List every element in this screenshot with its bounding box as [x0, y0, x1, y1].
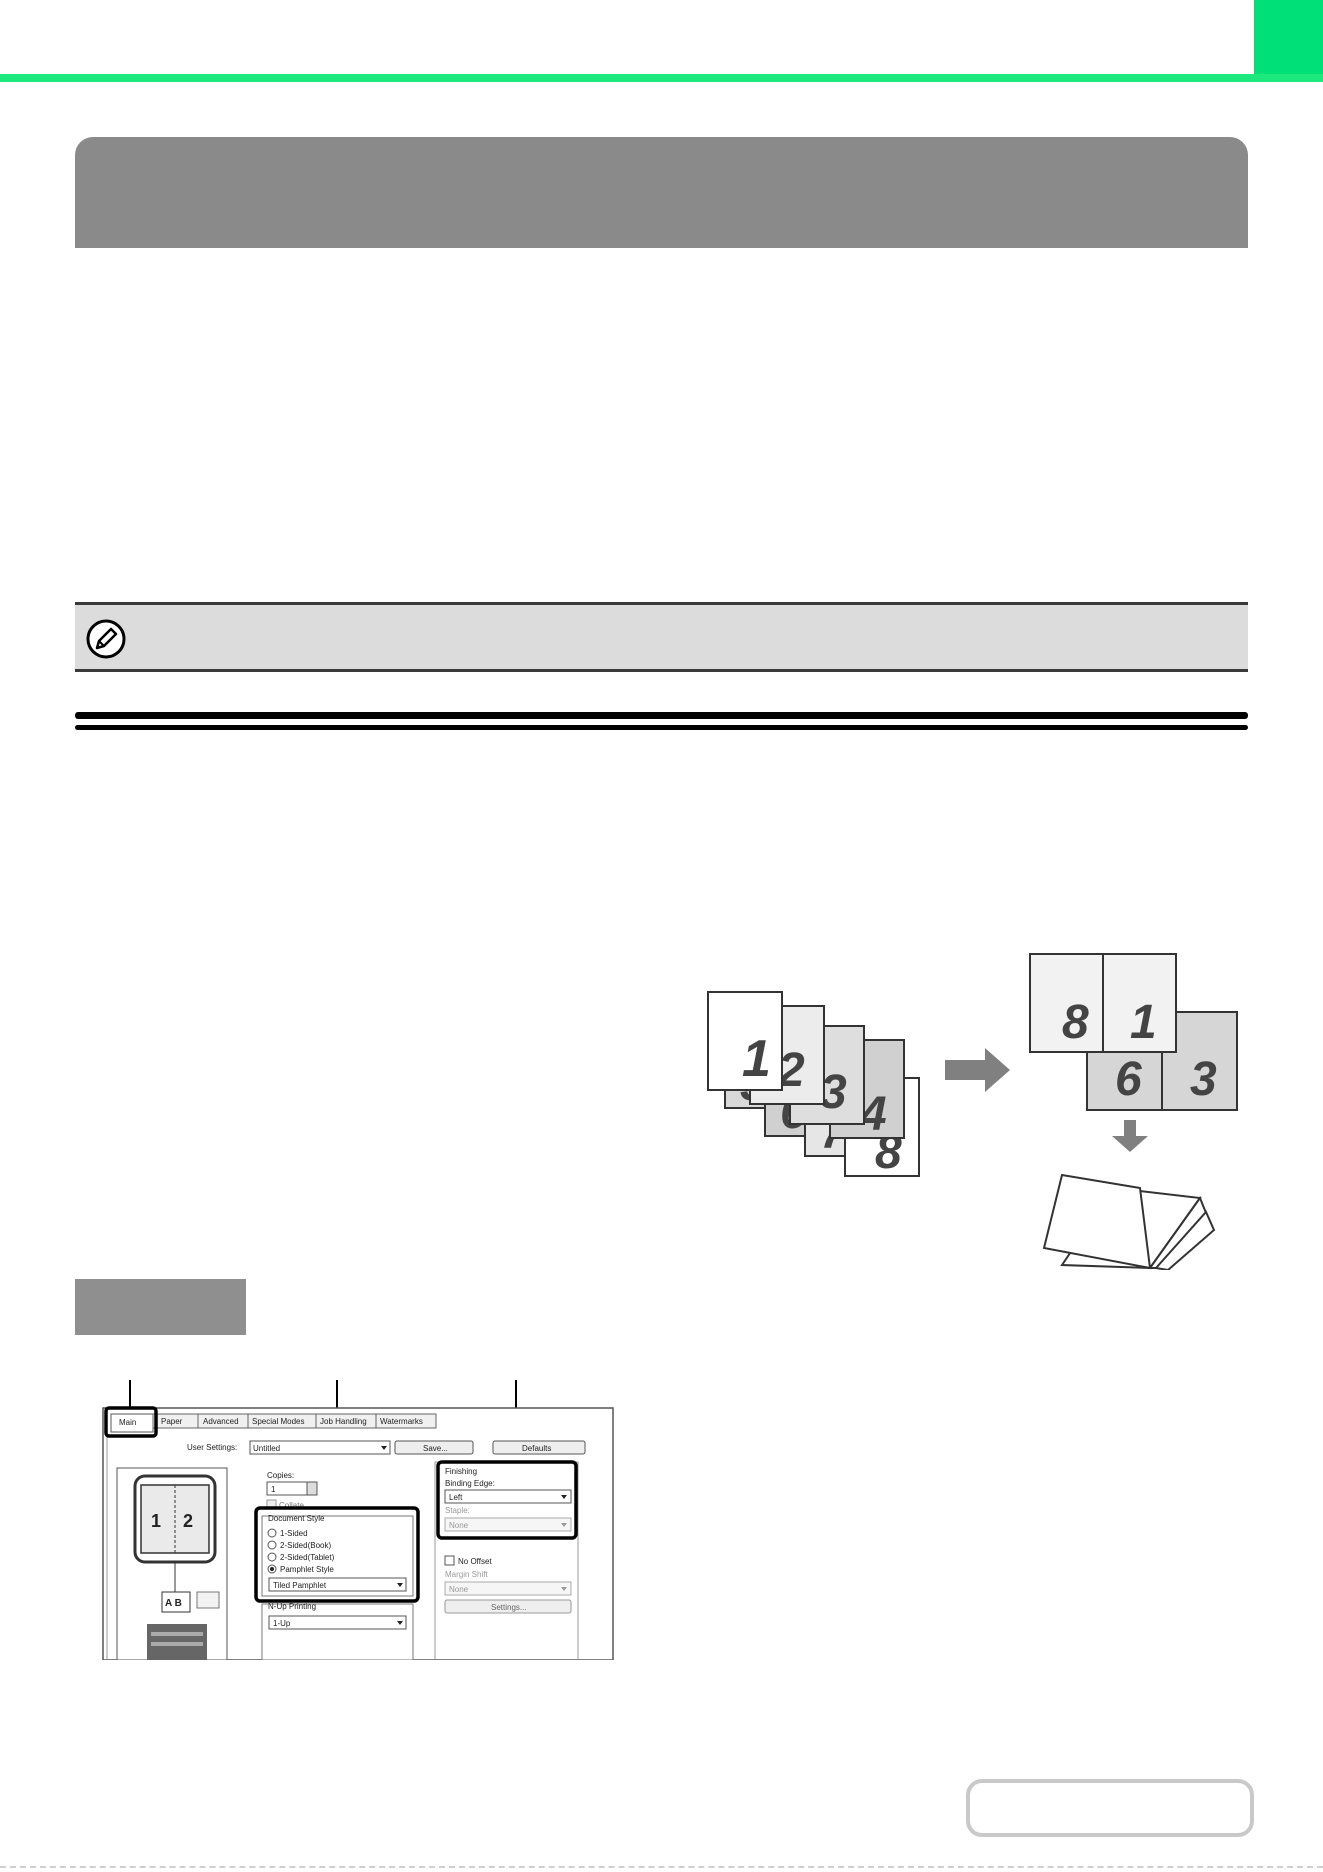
- settings-button-label: Settings...: [491, 1603, 527, 1612]
- margin-shift-label: Margin Shift: [445, 1570, 488, 1579]
- staple-label: Staple:: [445, 1506, 470, 1515]
- tab-strip: Main Paper Advanced Special Modes Job Ha…: [110, 1413, 437, 1433]
- binding-edge-value: Left: [449, 1493, 463, 1502]
- footer-rule: [0, 1866, 1323, 1870]
- tab-paper[interactable]: Paper: [161, 1417, 183, 1426]
- one-sided-label: 1-Sided: [280, 1529, 308, 1538]
- staple-select[interactable]: [444, 1517, 572, 1532]
- margin-shift-value: None: [449, 1585, 469, 1594]
- binding-edge-label: Binding Edge:: [445, 1479, 495, 1488]
- page-1-number: 1: [742, 1030, 771, 1088]
- save-button-label: Save...: [423, 1444, 448, 1453]
- section-rule: [75, 725, 1248, 730]
- nup-group: [261, 1603, 414, 1660]
- no-offset-checkbox[interactable]: [444, 1555, 455, 1566]
- save-button[interactable]: [394, 1440, 474, 1455]
- copies-spinner[interactable]: [306, 1481, 318, 1496]
- user-settings-label: User Settings:: [187, 1443, 237, 1452]
- copies-label: Copies:: [267, 1471, 294, 1480]
- pencil-icon: [86, 619, 126, 659]
- arrow-down-icon: [1112, 1120, 1148, 1152]
- book-preview: [161, 1591, 191, 1613]
- nup-value: 1-Up: [273, 1619, 291, 1628]
- copies-value: 1: [271, 1485, 276, 1494]
- document-style-highlight: [254, 1506, 420, 1603]
- header-rule: [0, 74, 1323, 82]
- preview-page-1: 1: [151, 1511, 161, 1531]
- margin-shift-select[interactable]: [444, 1581, 572, 1596]
- tab-watermarks[interactable]: Watermarks: [380, 1417, 423, 1426]
- print-dialog-screenshot: Main Paper Advanced Special Modes Job Ha…: [102, 1380, 614, 1660]
- page-stack: 5 6 7 8 4 3 2 1: [707, 991, 920, 1179]
- section-rule: [75, 712, 1248, 719]
- finishing-label: Finishing: [445, 1467, 477, 1476]
- pamphlet-type-select[interactable]: [268, 1577, 407, 1592]
- preview-page-2: 2: [183, 1511, 193, 1531]
- nup-select[interactable]: [268, 1615, 407, 1630]
- user-settings-select[interactable]: [249, 1440, 391, 1455]
- two-sided-tablet-radio[interactable]: [267, 1552, 277, 1562]
- settings-button[interactable]: [444, 1599, 572, 1614]
- sheet-page-6: 6: [1115, 1053, 1142, 1106]
- defaults-button[interactable]: [492, 1440, 586, 1455]
- folded-booklet: [1042, 1173, 1216, 1270]
- document-style-label: Document Style: [268, 1514, 325, 1523]
- two-sided-book-radio[interactable]: [267, 1540, 277, 1550]
- book-preview-label: A B: [165, 1598, 182, 1609]
- tab-special-modes[interactable]: Special Modes: [252, 1417, 304, 1426]
- defaults-button-label: Defaults: [522, 1444, 551, 1453]
- no-offset-label: No Offset: [458, 1557, 492, 1566]
- finishing-highlight: [436, 1460, 578, 1540]
- two-sided-book-label: 2-Sided(Book): [280, 1541, 331, 1550]
- binding-edge-select[interactable]: [444, 1489, 572, 1504]
- step-label-band: [75, 1279, 246, 1335]
- staple-value: None: [449, 1521, 469, 1530]
- one-sided-radio[interactable]: [267, 1528, 277, 1538]
- arrow-right-icon: [945, 1048, 1010, 1092]
- user-settings-value: Untitled: [253, 1444, 280, 1453]
- imposed-sheets: 6 3 8 1: [1029, 953, 1238, 1111]
- sheet-page-3: 3: [1190, 1053, 1217, 1106]
- main-tab-highlight: [104, 1406, 158, 1438]
- note-bar: [75, 602, 1248, 672]
- title-banner: [75, 137, 1248, 248]
- page-navigation-box[interactable]: [966, 1779, 1254, 1837]
- pamphlet-illustration: 5 6 7 8 4 3 2 1 6 3 8 1: [707, 953, 1238, 1270]
- two-sided-tablet-label: 2-Sided(Tablet): [280, 1553, 335, 1562]
- tab-job-handling[interactable]: Job Handling: [320, 1417, 367, 1426]
- pamphlet-type-value: Tiled Pamphlet: [273, 1581, 327, 1590]
- collate-label: Collate: [279, 1501, 304, 1510]
- pamphlet-style-label: Pamphlet Style: [280, 1565, 334, 1574]
- sheet-page-8: 8: [1062, 996, 1089, 1049]
- tab-main[interactable]: Main: [119, 1418, 136, 1427]
- nup-label: N-Up Printing: [268, 1602, 316, 1611]
- tab-advanced[interactable]: Advanced: [203, 1417, 239, 1426]
- sheet-page-1: 1: [1130, 996, 1157, 1049]
- corner-tab: [1254, 0, 1323, 78]
